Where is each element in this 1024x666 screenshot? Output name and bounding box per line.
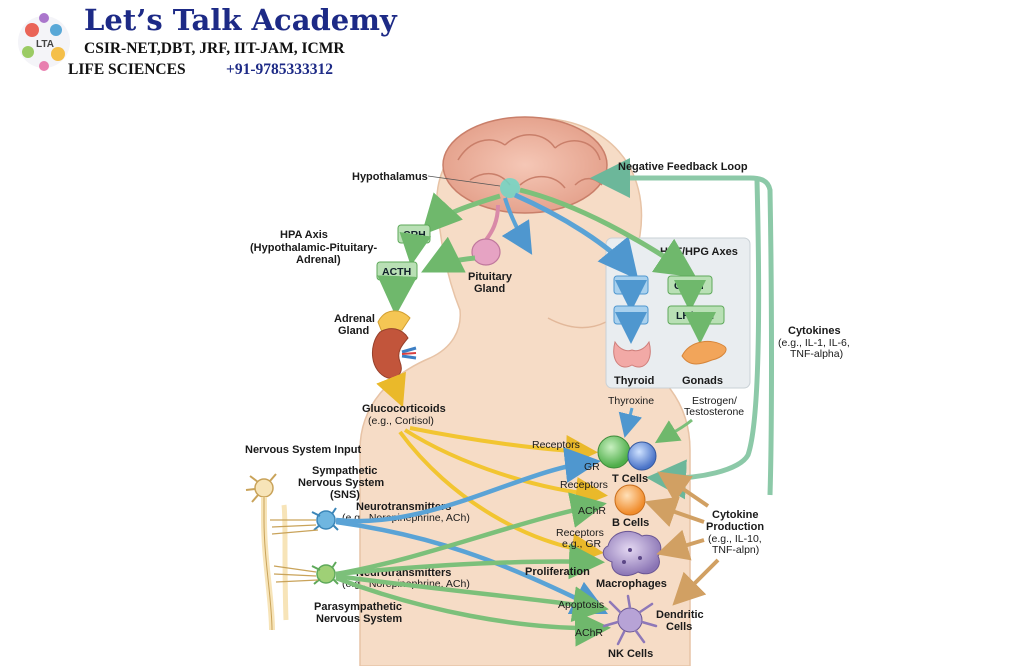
sns-label-3: (SNS) (330, 489, 360, 501)
sns-to-nkcell-arrow (335, 519, 609, 615)
nk-cells-label: NK Cells (608, 648, 653, 660)
pituitary-gland (471, 204, 501, 266)
brain (442, 116, 608, 214)
receptors-label-3b: e.g., GR (562, 538, 602, 550)
sns-to-tcell-arrow (335, 447, 601, 524)
achr-label-1: AChR (578, 505, 606, 517)
estrogen-arrow (654, 418, 693, 444)
pituitary-label-1: Pituitary (468, 271, 513, 283)
cyto-prod-label-3: (e.g., IL-10, (708, 533, 762, 545)
hypothalamus-spot (500, 178, 520, 198)
tsh-label: TSH (620, 310, 641, 322)
receptors-label-3a: Receptors (556, 527, 604, 539)
trh-arrow (513, 192, 639, 280)
pns-label-2: Nervous System (316, 613, 402, 625)
cytokines-label-2: (e.g., IL-1, IL-6, (778, 337, 850, 349)
pituitary-label-2: Gland (474, 283, 505, 295)
thyroxine-arrow (618, 407, 643, 438)
crh-label: CRH (403, 229, 426, 241)
pns-to-nk-arrow (335, 575, 611, 647)
neuron-icon (245, 473, 289, 631)
b-cells-label: B Cells (612, 517, 649, 529)
cyto-prod-label-2: Production (706, 521, 764, 533)
academy-logo: LTA (18, 13, 70, 71)
hpt-hpg-title: HPT/HPG Axes (660, 246, 738, 258)
hpa-axis-label-1: HPA Axis (280, 229, 328, 241)
pns-to-macrophage-arrow (335, 543, 605, 580)
apoptosis-label: Apoptosis (558, 599, 604, 611)
hypo-to-pituitary-arrow (501, 197, 533, 255)
hypo-to-crh-arrow (421, 192, 501, 236)
crh-to-acth-arrow (399, 231, 432, 266)
dendritic-nk-cells (602, 594, 658, 646)
nervous-input-label: Nervous System Input (245, 444, 361, 456)
adrenal-label-2: Gland (338, 325, 369, 337)
proliferation-label: Proliferation (525, 566, 590, 578)
hpa-axis-label-3: Adrenal) (296, 254, 341, 266)
thyroid-label: Thyroid (614, 375, 654, 387)
thyroxine-label: Thyroxine (608, 395, 654, 407)
cytokines-label-3: TNF-alpha) (790, 348, 843, 360)
estrogen-label-1: Estrogen/ (692, 395, 737, 407)
sns-label-2: Nervous System (298, 477, 384, 489)
gr-label-1: GR (584, 461, 600, 473)
cyto-prod-label-4: TNF-alpn) (712, 544, 759, 556)
pituitary-to-acth-arrow (421, 236, 476, 273)
pns-label-1: Parasympathetic (314, 601, 402, 613)
pns-to-bcell-arrow (335, 492, 607, 577)
cytokines-feedback-arrow (646, 179, 762, 500)
pns-neuron-icon (273, 561, 339, 585)
sns-neuron-icon (270, 507, 339, 535)
adrenal-gland (372, 310, 417, 379)
cytokine-to-tcell-arrow (657, 471, 710, 508)
cytokine-to-bcell-arrow (644, 496, 705, 527)
negative-feedback-label: Negative Feedback Loop (618, 161, 748, 173)
cyto-prod-label-1: Cytokine (712, 509, 758, 521)
macrophages (602, 530, 662, 577)
t-cells (597, 435, 657, 471)
gonads-label: Gonads (682, 375, 723, 387)
receptors-label-1: Receptors (532, 439, 580, 451)
adrenal-label-1: Adrenal (334, 313, 375, 325)
exam-list: CSIR-NET,DBT, JRF, IIT-JAM, ICMR (84, 40, 345, 57)
acth-label: ACTH (382, 266, 411, 278)
lhfsh-label: LH/FSH (676, 310, 714, 322)
gnrh-arrow (519, 187, 697, 278)
trh-label: TRH (620, 280, 642, 292)
glucocorticoids-label-1: Glucocorticoids (362, 403, 446, 415)
logo-text: LTA (36, 39, 54, 50)
acth-to-adrenal-arrow (377, 275, 418, 316)
academy-name: Let’s Talk Academy (84, 3, 398, 37)
estrogen-label-2: Testosterone (684, 406, 744, 418)
pns-to-dendritic-arrow (335, 573, 609, 623)
jaw-line (547, 317, 607, 329)
glucocorticoids-label-2: (e.g., Cortisol) (368, 415, 434, 427)
phone-number: +91-9785333312 (226, 61, 333, 78)
hypothalamus-label: Hypothalamus (352, 171, 428, 183)
hpa-axis-label-2: (Hypothalamic-Pituitary- (250, 242, 377, 254)
cytokine-to-dendritic-arrow (672, 558, 720, 606)
t-cells-label: T Cells (612, 473, 648, 485)
adrenal-to-glucocorticoids-arrow (376, 371, 406, 408)
dendritic-label-2: Cells (666, 621, 692, 633)
gonads-organ (681, 340, 727, 365)
achr-label-2: AChR (575, 627, 603, 639)
hypothalamus-pointer (427, 175, 501, 187)
b-cells (614, 484, 646, 516)
cytokine-to-macrophage-arrow (656, 529, 705, 561)
macrophages-label: Macrophages (596, 578, 667, 590)
receptors-label-2: Receptors (560, 479, 608, 491)
subject-line: LIFE SCIENCES (68, 61, 186, 78)
sns-label-1: Sympathetic (312, 465, 377, 477)
dendritic-label-1: Dendritic (656, 609, 704, 621)
gc-to-bcell-arrow (403, 428, 608, 509)
gnrh-label: GnRH (674, 280, 704, 292)
thyroid-gland (613, 340, 651, 368)
negative-feedback-arrow (590, 158, 774, 496)
cytokines-label-1: Cytokines (788, 325, 841, 337)
